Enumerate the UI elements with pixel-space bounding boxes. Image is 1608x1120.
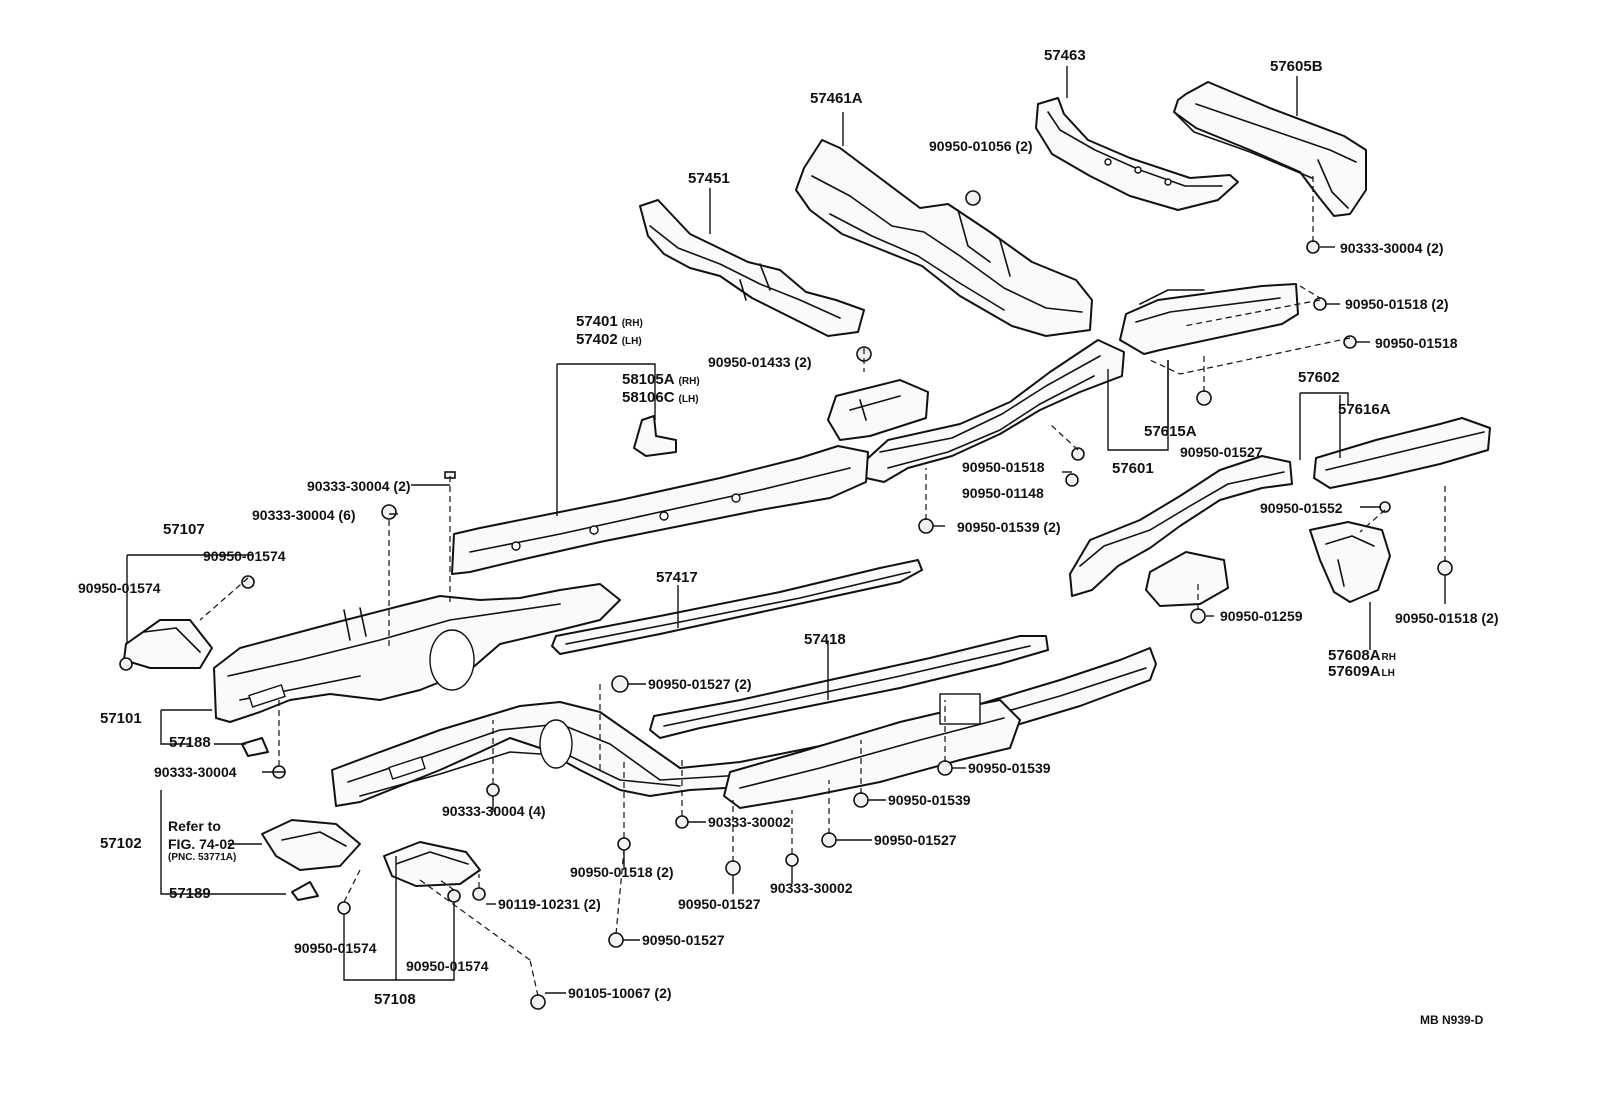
label-90950-01527-2: 90950-01527 (2)	[648, 676, 752, 692]
label-90950-01056-2: 90950-01056 (2)	[929, 138, 1033, 154]
fastener-markers	[119, 190, 1453, 1010]
label-90950-01539-a: 90950-01539	[968, 760, 1051, 776]
label-57418: 57418	[804, 631, 846, 648]
label-57609a-side: LH	[1381, 668, 1395, 679]
leader-lines	[126, 66, 1446, 994]
label-pnc-53771a: (PNC. 53771A)	[168, 852, 237, 863]
label-90119-10231-2: 90119-10231 (2)	[498, 896, 601, 912]
part-rear-rail-right-section	[723, 693, 1021, 809]
label-90950-01527-b: 90950-01527	[874, 832, 957, 848]
label-90950-01433-2: 90950-01433 (2)	[708, 354, 812, 370]
label-57189: 57189	[169, 885, 211, 902]
label-57188: 57188	[169, 734, 211, 751]
part-57602-rail	[1069, 455, 1293, 597]
label-90105-10067-2: 90105-10067 (2)	[568, 985, 672, 1001]
label-90950-01518-top: 90950-01518	[1375, 335, 1458, 351]
part-57463-crossmember	[1035, 97, 1239, 211]
label-90950-01259: 90950-01259	[1220, 608, 1303, 624]
label-90333-30004-6: 90333-30004 (6)	[252, 507, 356, 523]
dashed-guides	[199, 176, 1446, 997]
label-57461a: 57461A	[810, 90, 863, 107]
label-90950-01518-2-top: 90950-01518 (2)	[1345, 296, 1449, 312]
label-90333-30002-b: 90333-30002	[770, 880, 853, 896]
label-58106c: 58106C(LH)	[622, 389, 699, 406]
label-57616a: 57616A	[1338, 401, 1391, 418]
label-90950-01539-b: 90950-01539	[888, 792, 971, 808]
label-57402-side: (LH)	[621, 336, 642, 347]
part-57451-crossmember	[639, 199, 865, 337]
part-57188-bracket	[241, 737, 269, 757]
label-90333-30004-lower: 90333-30004	[154, 764, 237, 780]
part-57401-side-rail	[451, 445, 869, 575]
label-57601: 57601	[1112, 460, 1154, 477]
part-57108-mount	[383, 841, 481, 887]
label-90950-01518-2-low: 90950-01518 (2)	[570, 864, 674, 880]
label-57107: 57107	[163, 521, 205, 538]
label-90950-01148: 90950-01148	[962, 485, 1044, 501]
label-90950-01574-a: 90950-01574	[203, 548, 286, 564]
label-90333-30004-4: 90333-30004 (4)	[442, 803, 546, 819]
label-58105a: 58105A(RH)	[622, 371, 700, 388]
label-90950-01527-c: 90950-01527	[678, 896, 761, 912]
label-90950-01518-mid: 90950-01518	[962, 459, 1045, 475]
part-57418-rail	[649, 635, 1049, 739]
label-57602: 57602	[1298, 369, 1340, 386]
part-57601-rail	[865, 339, 1125, 483]
part-57101-front-crossmember	[213, 583, 621, 723]
label-57417: 57417	[656, 569, 698, 586]
label-90950-01527-mid: 90950-01527	[1180, 444, 1263, 460]
label-57102: 57102	[100, 835, 142, 852]
part-57189-bracket	[291, 881, 319, 901]
label-90333-30004-2-left: 90333-30004 (2)	[307, 478, 411, 494]
label-90333-30002-a: 90333-30002	[708, 814, 791, 830]
part-57608a-bracket	[1309, 521, 1391, 603]
label-refer-to: Refer to	[168, 818, 221, 834]
label-90950-01539-2: 90950-01539 (2)	[957, 519, 1061, 535]
part-57107-mount	[123, 619, 213, 669]
label-57463: 57463	[1044, 47, 1086, 64]
label-57608a-side: RH	[1381, 652, 1396, 663]
label-90950-01574-d: 90950-01574	[406, 958, 489, 974]
label-57401: 57401(RH)	[576, 313, 643, 330]
label-58105a-side: (RH)	[678, 376, 700, 387]
label-drawing-code: MB N939-D	[1420, 1013, 1484, 1027]
part-rear-rail-stub	[1145, 551, 1229, 607]
part-58105a-bracket	[633, 415, 677, 457]
label-90950-01527-d: 90950-01527	[642, 932, 725, 948]
label-57608a: 57608ARH	[1328, 647, 1396, 664]
label-57402: 57402(LH)	[576, 331, 642, 348]
label-fig-74-02: FIG. 74-02	[168, 836, 235, 852]
label-57451: 57451	[688, 170, 730, 187]
label-57101: 57101	[100, 710, 142, 727]
label-57605b: 57605B	[1270, 58, 1323, 75]
label-90333-30004-2-top: 90333-30004 (2)	[1340, 240, 1444, 256]
label-58106c-side: (LH)	[678, 394, 699, 405]
label-90950-01552: 90950-01552	[1260, 500, 1343, 516]
label-57609a: 57609ALH	[1328, 663, 1395, 680]
part-heat-shield-plate	[261, 819, 361, 871]
label-57401-side: (RH)	[621, 318, 643, 329]
part-57615a-rail	[1119, 283, 1299, 355]
label-57615a: 57615A	[1144, 423, 1197, 440]
part-57461a-crossmember	[795, 139, 1093, 337]
part-lower-plate-right	[827, 379, 929, 441]
label-90950-01574-b: 90950-01574	[78, 580, 161, 596]
label-90950-01574-c: 90950-01574	[294, 940, 377, 956]
part-57616a-rail	[1313, 417, 1491, 489]
part-57605b-crossmember	[1173, 81, 1367, 217]
part-57417-rail	[551, 559, 923, 655]
label-57108: 57108	[374, 991, 416, 1008]
label-90950-01518-2-right: 90950-01518 (2)	[1395, 610, 1499, 626]
